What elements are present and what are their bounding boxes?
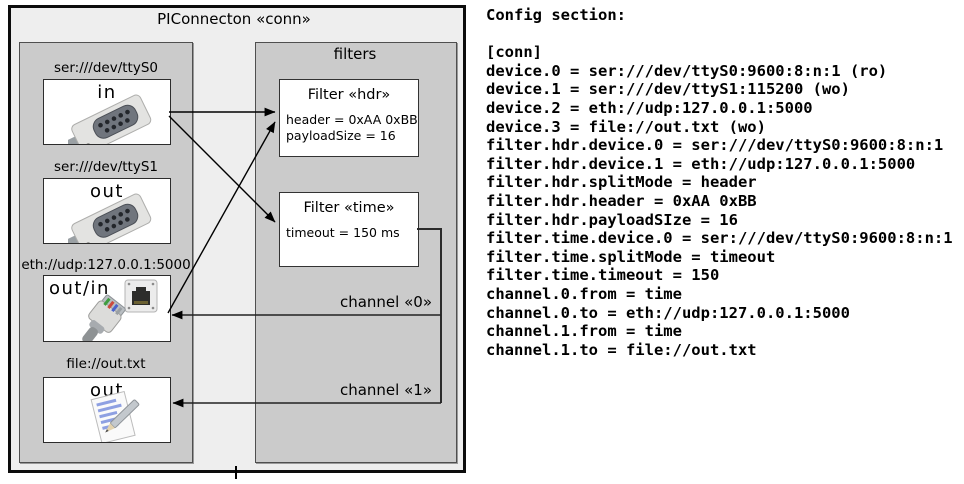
device-role-label: in <box>97 82 117 103</box>
device-uri-eth: eth://udp:127.0.0.1:5000 <box>21 257 191 273</box>
device-box-file: out <box>43 377 171 443</box>
device-uri-ttys1: ser:///dev/ttyS1 <box>54 159 158 175</box>
device-role-label: out <box>90 181 124 202</box>
filter-time-title: Filter «time» <box>303 200 395 216</box>
device-box-eth: out/in <box>43 275 171 342</box>
filter-hdr-title: Filter «hdr» <box>307 87 391 103</box>
device-uri-ttys0: ser:///dev/ttyS0 <box>54 60 158 76</box>
filters-group-title: filters <box>333 45 377 63</box>
notepad-icon <box>90 391 140 442</box>
channel-1-label: channel «1» <box>339 381 432 399</box>
device-box-ttys0: in <box>43 79 171 145</box>
config-section: Config section: [conn] device.0 = ser://… <box>486 6 962 359</box>
device-uri-file: file://out.txt <box>66 356 146 372</box>
filter-hdr-params: header = 0xAA 0xBB payloadSize = 16 <box>286 112 418 143</box>
device-role-label: out/in <box>49 278 110 299</box>
channel-0-label: channel «0» <box>339 293 432 311</box>
filter-time-box: Filter «time» timeout = 150 ms <box>279 192 419 267</box>
config-lines: [conn] device.0 = ser:///dev/ttyS0:9600:… <box>486 43 953 359</box>
serial-connector-icon <box>68 94 152 144</box>
ethernet-port-icon <box>124 279 158 313</box>
bottom-center-tick <box>235 466 237 479</box>
device-box-ttys1: out <box>43 178 171 244</box>
ethernet-cable-icon <box>82 294 126 341</box>
config-heading: Config section: <box>486 6 626 24</box>
filter-time-params: timeout = 150 ms <box>286 225 400 240</box>
diagram-title: PIConnecton «conn» <box>157 10 311 28</box>
serial-connector-icon <box>68 193 152 243</box>
filter-hdr-box: Filter «hdr» header = 0xAA 0xBB payloadS… <box>279 79 419 157</box>
